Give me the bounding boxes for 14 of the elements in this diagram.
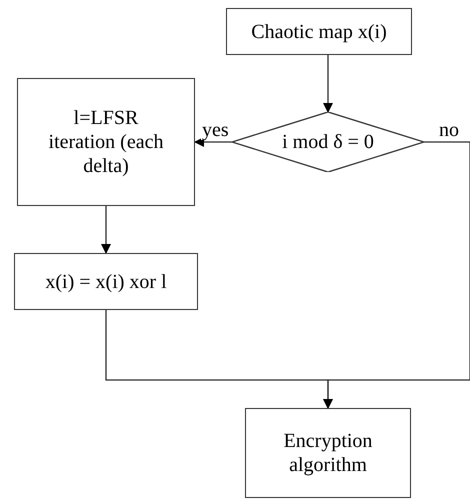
node-text: x(i) = x(i) xor l xyxy=(45,270,167,294)
node-text: Encryption algorithm xyxy=(282,429,374,477)
process-box xyxy=(14,253,198,310)
arrow xyxy=(323,55,333,113)
node-text: i mod δ = 0 xyxy=(282,130,374,154)
process-box xyxy=(226,8,412,55)
process-box xyxy=(245,408,411,498)
decision-diamond xyxy=(232,112,424,172)
arrow xyxy=(101,206,111,254)
arrow xyxy=(323,141,470,409)
node-text: Chaotic map x(i) xyxy=(251,20,387,44)
process-box xyxy=(17,78,195,206)
arrow xyxy=(194,137,232,147)
node-text: l=LFSR iteration (each delta) xyxy=(48,106,164,178)
